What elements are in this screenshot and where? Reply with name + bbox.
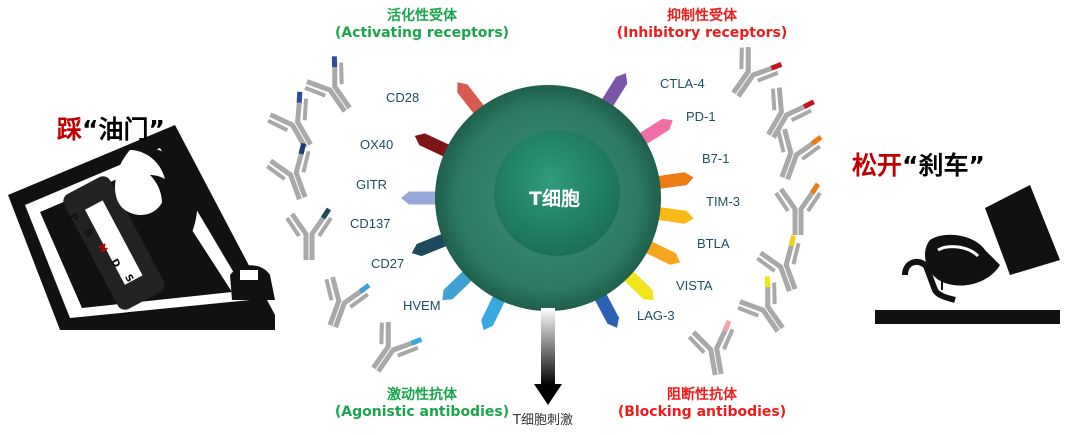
receptor-label: B7-1 <box>702 151 730 166</box>
receptor-lag-3 <box>592 289 619 328</box>
activating-en: (Activating receptors) <box>334 25 510 41</box>
blocking-antibody <box>776 128 823 181</box>
receptor-ox40 <box>414 133 454 159</box>
agonistic-antibody-binding-tip <box>331 56 338 68</box>
left-title-quote: “油门” <box>82 115 165 144</box>
blocking-antibody-binding-tip <box>764 276 771 288</box>
stimulation-label: T细胞刺激 <box>513 413 573 428</box>
receptor-label: CD28 <box>386 90 420 105</box>
agonistic-antibody-binding-tip <box>358 283 371 294</box>
agonistic-zh: 激动性抗体 <box>387 387 457 403</box>
agonistic-antibody <box>267 91 313 149</box>
receptor-hvem <box>481 291 507 331</box>
inhibitory-en: (Inhibitory receptors) <box>616 25 788 41</box>
agonistic-antibody-binding-tip <box>410 336 423 346</box>
blocking-antibody-binding-tip <box>810 135 823 146</box>
blocking-antibody-binding-tip <box>803 99 815 109</box>
agonistic-antibody <box>324 276 371 329</box>
agonistic-antibody <box>285 207 333 260</box>
agonistic-en: (Agonistic antibodies) <box>334 404 510 420</box>
receptor-tim-3 <box>653 206 694 224</box>
receptor-label: VISTA <box>676 278 713 293</box>
blocking-en: (Blocking antibodies) <box>617 404 787 420</box>
gear-shifter-icon <box>8 125 275 330</box>
blocking-antibody-binding-tip <box>770 61 783 71</box>
receptor-label: CD137 <box>350 216 391 231</box>
inhibitory-header: 抑制性受体 (Inhibitory receptors) <box>612 8 792 42</box>
receptor-btla <box>641 239 681 265</box>
agonistic-antibody <box>266 142 311 201</box>
receptor-label: TIM-3 <box>706 194 740 209</box>
blocking-antibody <box>731 47 783 98</box>
agonistic-header: 激动性抗体 (Agonistic antibodies) <box>332 387 512 421</box>
receptor-gitr <box>401 191 441 205</box>
receptor-label: PD-1 <box>686 109 716 124</box>
t-cell <box>435 85 661 311</box>
activating-header: 活化性受体 (Activating receptors) <box>332 8 512 42</box>
receptor-cd137 <box>411 232 452 257</box>
blocking-header: 阻断性抗体 (Blocking antibodies) <box>612 387 792 421</box>
agonistic-antibody <box>371 322 423 373</box>
blocking-antibody <box>756 234 801 293</box>
left-title-verb: 踩 <box>57 115 83 144</box>
right-title-verb: 松开 <box>852 151 903 180</box>
blocking-zh: 阻断性抗体 <box>667 387 737 403</box>
antibody-group <box>266 47 823 376</box>
right-title: 松开“刹车” <box>852 146 985 182</box>
blocking-antibody-binding-tip <box>722 319 732 332</box>
agonistic-antibody-binding-tip <box>320 207 332 220</box>
brake-pedal-icon <box>875 185 1060 324</box>
t-cell-label: T细胞 <box>529 188 580 210</box>
receptor-label: OX40 <box>360 137 394 152</box>
receptor-label: LAG-3 <box>637 308 675 323</box>
blocking-antibody-binding-tip <box>809 182 821 195</box>
blocking-antibody-binding-tip <box>788 234 797 247</box>
receptor-b7-1 <box>653 172 694 190</box>
left-title: 踩“油门” <box>57 110 165 146</box>
blocking-antibody <box>774 182 822 235</box>
receptor-label: CD27 <box>371 256 405 271</box>
blocking-antibody <box>737 276 785 333</box>
agonistic-antibody-binding-tip <box>296 91 303 103</box>
receptor-label: CTLA-4 <box>660 76 705 91</box>
right-title-quote: “刹车” <box>902 151 985 180</box>
stimulation-arrow <box>534 308 562 405</box>
receptor-label: BTLA <box>697 236 730 251</box>
inhibitory-zh: 抑制性受体 <box>667 8 737 24</box>
blocking-antibody <box>766 87 815 139</box>
receptor-label: HVEM <box>403 298 441 313</box>
blocking-antibody <box>687 319 735 376</box>
activating-zh: 活化性受体 <box>387 8 457 24</box>
receptor-label: GITR <box>356 177 388 192</box>
agonistic-antibody-binding-tip <box>298 142 307 155</box>
agonistic-antibody <box>304 56 352 113</box>
